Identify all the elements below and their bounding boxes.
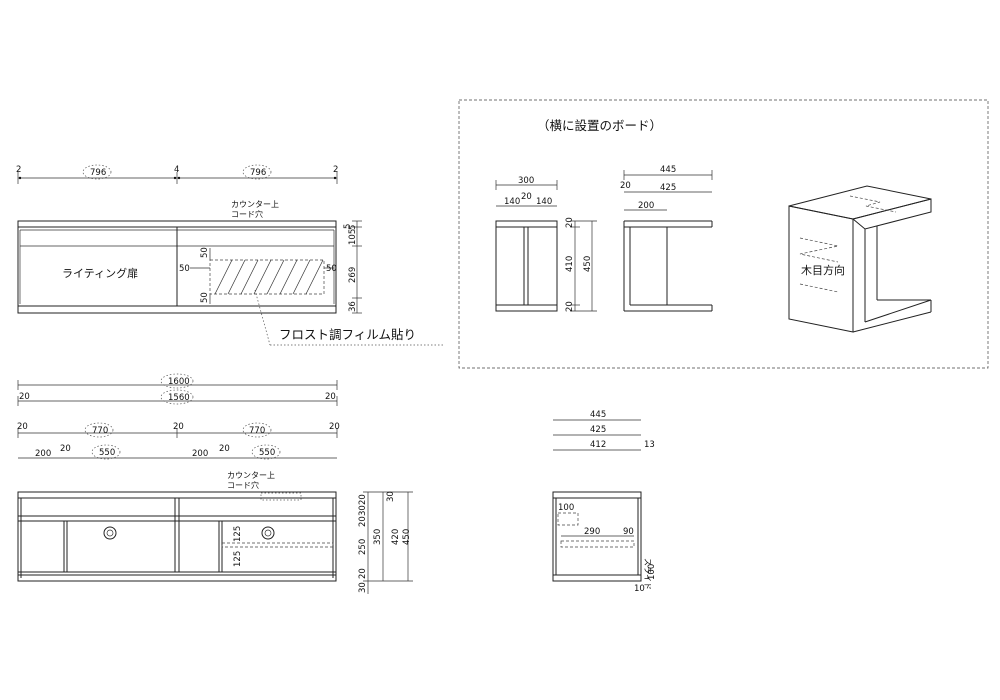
h-dim-2: 105 — [348, 229, 358, 245]
comp-f: 550 — [259, 448, 275, 458]
rh-4: 250 — [358, 539, 368, 555]
section-b: 770 — [92, 426, 108, 436]
sb-front-w: 300 — [518, 176, 534, 186]
shelf-dim-1: 125 — [233, 526, 243, 542]
glass-bottom-dim: 50 — [200, 292, 210, 303]
sb-front-h2: 410 — [565, 256, 575, 272]
comp-b: 20 — [60, 444, 71, 454]
section-e: 20 — [329, 422, 340, 432]
side-board-detail: （横に設置のボード） 300 140 20 140 20 410 20 450 … — [458, 99, 989, 369]
dim-top-b: 796 — [90, 168, 106, 178]
grain-direction-label: 木目方向 — [801, 263, 845, 277]
top-front-view: 2 796 4 796 2 カウンター上 コード穴 ライティング扉 — [16, 164, 444, 346]
bottom-front-view: 1600 20 1560 20 20 770 20 770 20 200 20 … — [17, 373, 413, 594]
rh-o2: 420 — [391, 529, 401, 545]
rh-1: 20 — [358, 494, 368, 505]
section-a: 20 — [17, 422, 28, 432]
glass-top-dim: 50 — [200, 247, 210, 258]
section-c: 20 — [173, 422, 184, 432]
rh-2: 30 — [358, 505, 368, 516]
sb-side-w2: 425 — [660, 183, 676, 193]
sb-side-w3: 200 — [638, 201, 654, 211]
sv-d5: 10 — [634, 584, 645, 594]
sv-w1: 445 — [590, 410, 606, 420]
rh-mid: 350 — [373, 529, 383, 545]
glass-right-dim: 50 — [326, 264, 337, 274]
sv-w4: 13 — [644, 440, 655, 450]
sv-d2: 290 — [584, 527, 600, 537]
bottom-cord-label-1: カウンター上 — [227, 471, 275, 480]
sb-side-w: 445 — [660, 165, 676, 175]
rh-5: 20 — [358, 568, 368, 579]
lighting-door-label: ライティング扉 — [62, 266, 138, 280]
comp-a: 200 — [35, 449, 51, 459]
side-board-title: （横に設置のボード） — [537, 118, 662, 133]
dim-top-c: 4 — [174, 165, 179, 175]
rh-o3: 450 — [402, 529, 412, 545]
glass-left-dim: 50 — [179, 264, 190, 274]
shelf-dim-2: 125 — [233, 551, 243, 567]
sv-d3: 90 — [623, 527, 634, 537]
inner-row-c: 20 — [325, 392, 336, 402]
bottom-cord-label-2: コード穴 — [227, 480, 259, 490]
sv-d4: 100 — [647, 564, 657, 580]
isometric-side-board — [788, 185, 932, 333]
rh-6: 30 — [358, 582, 368, 593]
section-d: 770 — [249, 426, 265, 436]
dim-top-d: 796 — [250, 168, 266, 178]
inner-row-b: 1560 — [168, 393, 190, 403]
sb-front-w1: 140 — [504, 197, 520, 207]
bottom-side-view: 445 425 412 13 100 290 90 100 10 スライド — [552, 410, 657, 594]
sb-front-h4: 450 — [583, 256, 593, 272]
sv-w3: 412 — [590, 440, 606, 450]
cord-hole-label-2: コード穴 — [231, 209, 263, 219]
sb-front-w3: 140 — [536, 197, 552, 207]
inner-row-a: 20 — [19, 392, 30, 402]
h-dim-3: 5 — [348, 225, 358, 230]
overall-width: 1600 — [168, 377, 190, 387]
sv-rotated-note: スライド — [643, 558, 652, 590]
comp-c: 550 — [99, 448, 115, 458]
sb-front-h3: 20 — [565, 301, 575, 312]
frost-film-label: フロスト調フィルム貼り — [279, 327, 416, 342]
cord-hole-label-1: カウンター上 — [231, 200, 279, 209]
sb-side-w1: 20 — [620, 181, 631, 191]
comp-d: 200 — [192, 449, 208, 459]
h-dim-4: 269 — [348, 267, 358, 283]
h-dim-5: 36 — [348, 301, 358, 312]
sb-front-w2: 20 — [521, 192, 532, 202]
comp-e: 20 — [219, 444, 230, 454]
rh-3: 20 — [358, 516, 368, 527]
sv-d1: 100 — [558, 503, 574, 513]
rh-o1: 30 — [386, 491, 396, 502]
dim-top-e: 2 — [333, 165, 338, 175]
h-dim-1: 5 — [343, 224, 353, 229]
sv-w2: 425 — [590, 425, 606, 435]
dim-top-a: 2 — [16, 165, 21, 175]
sb-front-h1: 20 — [565, 217, 575, 228]
